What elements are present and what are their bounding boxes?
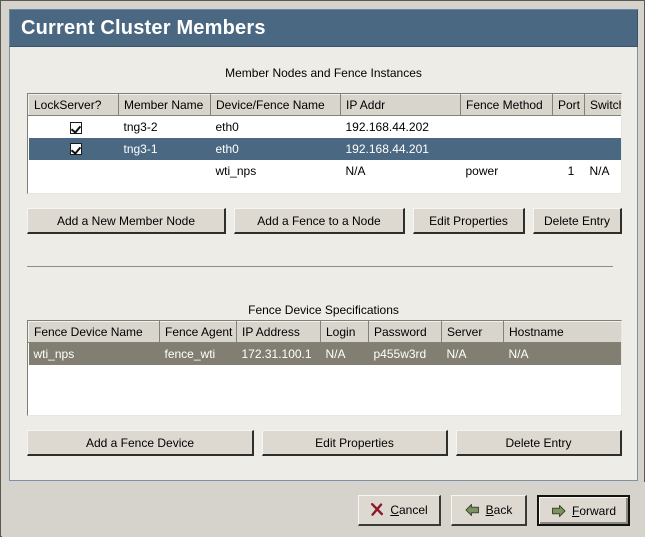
edit-properties-fence-button[interactable]: Edit Properties — [262, 430, 448, 456]
fence-device-grid: Fence Device Name Fence Agent IP Address… — [28, 321, 621, 365]
button-label: Add a Fence to a Node — [257, 213, 381, 228]
button-label: Add a Fence Device — [85, 435, 195, 450]
section-divider — [27, 266, 613, 267]
button-label: Delete Entry — [543, 213, 611, 228]
delete-entry-fence-button[interactable]: Delete Entry — [456, 430, 622, 456]
member-name-cell: tng3-2 — [118, 115, 211, 138]
switch-cell — [584, 137, 621, 160]
checkbox-checked-icon[interactable] — [70, 121, 82, 134]
edit-properties-member-button[interactable]: Edit Properties — [413, 208, 525, 234]
content-panel: Member Nodes and Fence Instances LockSer… — [9, 47, 638, 481]
switch-cell — [584, 115, 621, 138]
column-header-ip-addr[interactable]: IP Addr — [340, 94, 461, 116]
forward-mnemonic: F — [571, 503, 580, 518]
hostname-cell: N/A — [503, 342, 621, 365]
add-fence-to-node-button[interactable]: Add a Fence to a Node — [234, 208, 405, 234]
cancel-mnemonic: C — [390, 503, 399, 517]
fence-section-caption: Fence Device Specifications — [248, 303, 399, 317]
column-header-hostname[interactable]: Hostname — [503, 321, 621, 343]
fence-method-cell — [460, 137, 553, 160]
button-label: Cancel — [390, 503, 427, 517]
device-fence-name-cell: wti_nps — [210, 159, 341, 182]
dialog-action-bar: Cancel Back Forward — [2, 482, 645, 537]
switch-cell: N/A — [584, 159, 621, 182]
fence-device-name-cell: wti_nps — [28, 342, 160, 365]
arrow-left-icon — [465, 503, 480, 517]
column-header-password[interactable]: Password — [368, 321, 442, 343]
device-fence-name-cell: eth0 — [210, 137, 341, 160]
port-cell — [552, 115, 585, 138]
cancel-label-rest: ancel — [398, 503, 428, 517]
add-fence-device-button[interactable]: Add a Fence Device — [27, 430, 254, 456]
table-row[interactable]: tng3-2 eth0 192.168.44.202 — [28, 115, 621, 138]
ip-addr-cell: 192.168.44.201 — [340, 137, 461, 160]
table-row[interactable]: wti_nps N/A power 1 N/A — [28, 159, 621, 182]
lockserver-cell — [28, 159, 119, 182]
back-button[interactable]: Back — [451, 495, 527, 526]
forward-label-rest: orward — [579, 503, 617, 518]
page-title: Current Cluster Members — [21, 16, 266, 39]
button-label: Back — [486, 503, 513, 517]
column-header-ip-address[interactable]: IP Address — [236, 321, 321, 343]
button-label: Edit Properties — [429, 213, 508, 228]
fence-device-table[interactable]: Fence Device Name Fence Agent IP Address… — [27, 320, 622, 416]
lockserver-cell[interactable] — [28, 137, 119, 160]
ip-address-cell: 172.31.100.1 — [236, 342, 321, 365]
arrow-right-icon — [551, 504, 566, 518]
button-label: Delete Entry — [505, 435, 572, 450]
column-header-fence-method[interactable]: Fence Method — [460, 94, 553, 116]
fence-agent-cell: fence_wti — [159, 342, 237, 365]
fence-method-cell — [460, 115, 553, 138]
ip-addr-cell: 192.168.44.202 — [340, 115, 461, 138]
add-new-member-node-button[interactable]: Add a New Member Node — [27, 208, 226, 234]
ip-addr-cell: N/A — [340, 159, 461, 182]
column-header-device-fence-name[interactable]: Device/Fence Name — [210, 94, 341, 116]
column-header-port[interactable]: Port — [552, 94, 585, 116]
member-name-cell — [118, 159, 211, 182]
column-header-fence-device-name[interactable]: Fence Device Name — [28, 321, 160, 343]
checkbox-checked-icon[interactable] — [70, 143, 82, 156]
button-label: Add a New Member Node — [56, 213, 196, 228]
server-cell: N/A — [441, 342, 504, 365]
forward-button[interactable]: Forward — [537, 495, 630, 526]
delete-entry-member-button[interactable]: Delete Entry — [533, 208, 622, 234]
button-label: Edit Properties — [315, 435, 394, 450]
fence-method-cell: power — [460, 159, 553, 182]
members-section-caption: Member Nodes and Fence Instances — [225, 66, 422, 80]
button-label: Forward — [572, 504, 616, 518]
port-cell: 1 — [552, 159, 585, 182]
member-name-cell: tng3-1 — [118, 137, 211, 160]
login-cell: N/A — [320, 342, 369, 365]
column-header-member-name[interactable]: Member Name — [118, 94, 211, 116]
back-label-rest: ack — [493, 503, 513, 517]
column-header-lockserver[interactable]: LockServer? — [28, 94, 119, 116]
port-cell — [552, 137, 585, 160]
back-mnemonic: B — [485, 503, 494, 517]
password-cell: p455w3rd — [368, 342, 442, 365]
column-header-login[interactable]: Login — [320, 321, 369, 343]
member-nodes-grid: LockServer? Member Name Device/Fence Nam… — [28, 94, 621, 182]
column-header-server[interactable]: Server — [441, 321, 504, 343]
table-row[interactable]: tng3-1 eth0 192.168.44.201 — [28, 137, 621, 160]
member-nodes-table[interactable]: LockServer? Member Name Device/Fence Nam… — [27, 93, 622, 194]
cancel-button[interactable]: Cancel — [358, 495, 441, 526]
table-header-row: Fence Device Name Fence Agent IP Address… — [28, 321, 621, 343]
lockserver-cell[interactable] — [28, 115, 119, 138]
cancel-x-icon — [370, 503, 384, 517]
dialog-titlebar: Current Cluster Members — [9, 9, 638, 47]
table-row[interactable]: wti_nps fence_wti 172.31.100.1 N/A p455w… — [28, 342, 621, 365]
column-header-switch[interactable]: Switch — [584, 94, 621, 116]
column-header-fence-agent[interactable]: Fence Agent — [159, 321, 237, 343]
table-header-row: LockServer? Member Name Device/Fence Nam… — [28, 94, 621, 116]
device-fence-name-cell: eth0 — [210, 115, 341, 138]
